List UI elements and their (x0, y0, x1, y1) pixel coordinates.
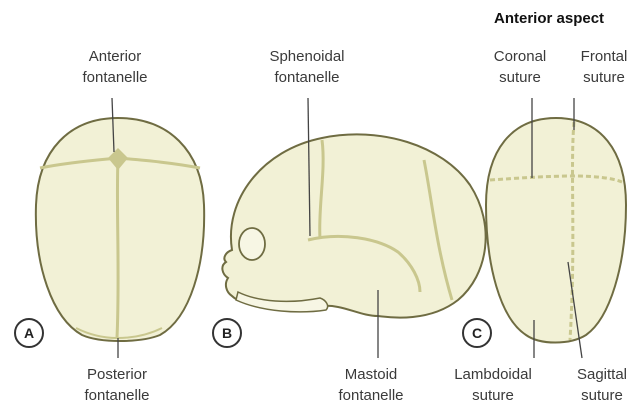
panel-tag-a: A (14, 318, 44, 348)
label-mastoid-fontanelle: Mastoid fontanelle (316, 364, 426, 406)
label-frontal-suture: Frontal suture (564, 46, 644, 88)
label-sagittal-suture: Sagittal suture (562, 364, 642, 406)
skull-side-view (222, 98, 485, 358)
anterior-aspect-heading: Anterior aspect (494, 10, 604, 27)
label-coronal-suture: Coronal suture (470, 46, 570, 88)
label-line: fontanelle (252, 67, 362, 88)
label-line: Mastoid (316, 364, 426, 385)
label-line: Posterior (62, 364, 172, 385)
label-line: fontanelle (316, 385, 426, 406)
skull-side-outline (222, 134, 485, 317)
label-sphenoidal-fontanelle: Sphenoidal fontanelle (252, 46, 362, 88)
label-line: suture (562, 385, 642, 406)
label-line: fontanelle (62, 385, 172, 406)
skull-anterior-view (486, 98, 626, 358)
label-line: Frontal (564, 46, 644, 67)
label-line: suture (438, 385, 548, 406)
label-line: Coronal (470, 46, 570, 67)
label-line: Sagittal (562, 364, 642, 385)
label-line: Lambdoidal (438, 364, 548, 385)
panel-tag-b: B (212, 318, 242, 348)
sagittal-suture-a (117, 158, 118, 338)
label-lambdoidal-suture: Lambdoidal suture (438, 364, 548, 406)
label-line: suture (564, 67, 644, 88)
orbit (239, 228, 265, 260)
label-posterior-fontanelle: Posterior fontanelle (62, 364, 172, 406)
skull-front-outline (486, 118, 626, 343)
label-line: fontanelle (60, 67, 170, 88)
label-line: suture (470, 67, 570, 88)
panel-tag-c: C (462, 318, 492, 348)
skull-top-view (36, 98, 204, 358)
label-line: Anterior (60, 46, 170, 67)
label-anterior-fontanelle: Anterior fontanelle (60, 46, 170, 88)
label-line: Sphenoidal (252, 46, 362, 67)
